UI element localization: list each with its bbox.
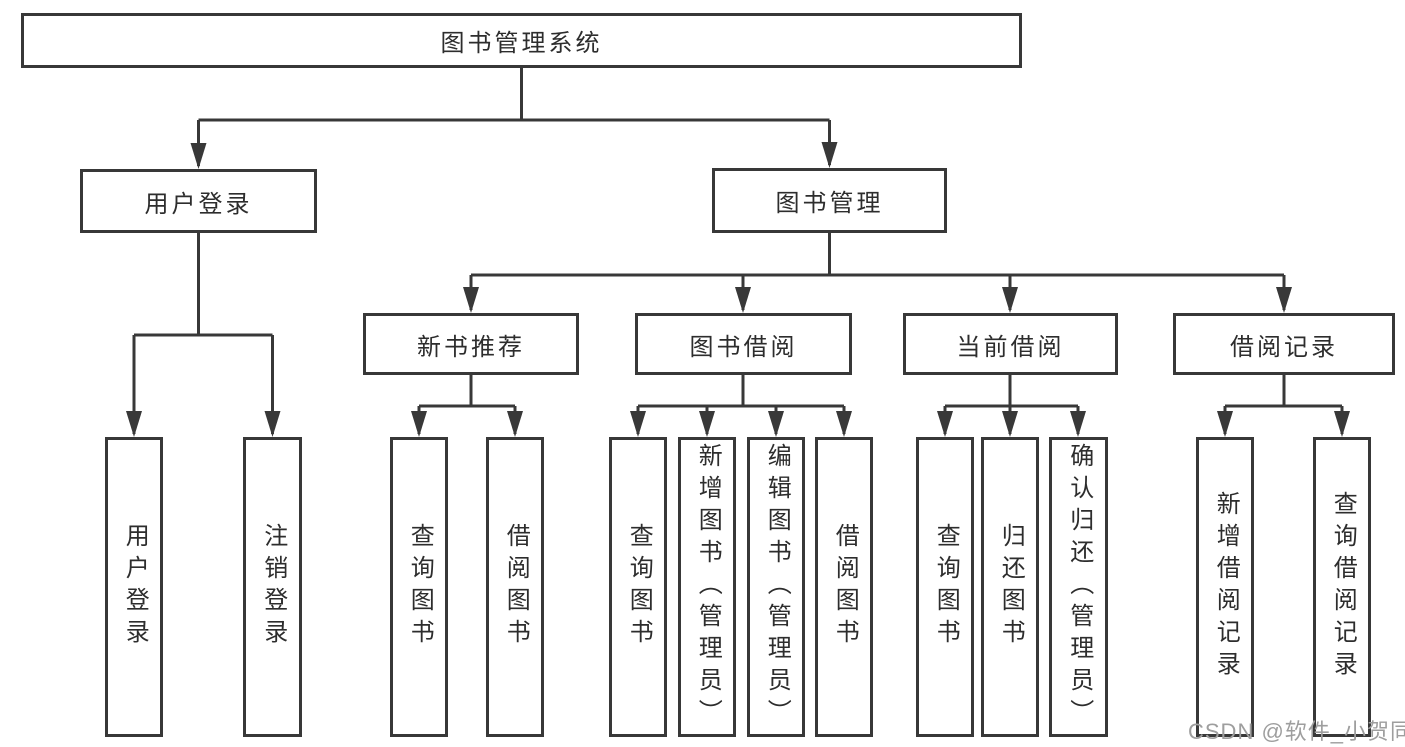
node-user-login-label: 用户登录 bbox=[144, 190, 253, 218]
connector-new-book-recommend bbox=[417, 375, 517, 434]
node-new-book-recommend-label: 新书推荐 bbox=[417, 333, 525, 361]
leaf-user-login: 用户登录 bbox=[105, 437, 163, 737]
leaf-confirm-return-admin-label: 确认归还（管理员） bbox=[1065, 443, 1093, 731]
arrow-leaf-query-book-borrow bbox=[630, 411, 646, 437]
connector-book-management bbox=[469, 233, 1286, 310]
node-book-borrow: 图书借阅 bbox=[635, 313, 852, 375]
node-book-borrow-label: 图书借阅 bbox=[689, 333, 798, 361]
arrow-leaf-confirm-return-admin bbox=[1070, 411, 1086, 437]
watermark: CSDN @软件_小贺同学 bbox=[1188, 719, 1405, 744]
leaf-add-book-admin: 新增图书（管理员） bbox=[678, 437, 736, 737]
leaf-edit-book-admin-label: 编辑图书（管理员） bbox=[763, 443, 791, 731]
arrow-book-management bbox=[821, 142, 838, 168]
connector-user-login bbox=[132, 233, 274, 434]
node-user-login: 用户登录 bbox=[80, 169, 317, 233]
node-root-label: 图书管理系统 bbox=[440, 30, 603, 57]
leaf-query-book-recommend-label: 查询图书 bbox=[406, 523, 434, 651]
connector-root bbox=[197, 68, 831, 166]
arrow-current-borrow bbox=[1002, 287, 1018, 313]
arrow-leaf-add-borrow-record bbox=[1217, 411, 1233, 437]
arrow-leaf-user-login bbox=[126, 411, 142, 437]
connector-book-borrow bbox=[636, 375, 846, 434]
connector-lines bbox=[132, 68, 1344, 434]
node-borrow-records: 借阅记录 bbox=[1173, 313, 1395, 375]
arrow-leaf-query-borrow-record bbox=[1334, 411, 1350, 437]
leaf-borrow-book-borrow: 借阅图书 bbox=[815, 437, 873, 737]
leaf-user-login-label: 用户登录 bbox=[121, 523, 149, 651]
node-borrow-records-label: 借阅记录 bbox=[1230, 333, 1338, 361]
leaf-return-book-label: 归还图书 bbox=[997, 523, 1025, 651]
leaf-add-borrow-record-label: 新增借阅记录 bbox=[1212, 491, 1240, 683]
arrowheads bbox=[126, 142, 1350, 437]
node-book-management-label: 图书管理 bbox=[775, 190, 884, 217]
arrow-leaf-add-book-admin bbox=[699, 411, 715, 437]
leaf-borrow-book-borrow-label: 借阅图书 bbox=[831, 523, 859, 651]
arrow-leaf-query-book-current bbox=[937, 411, 953, 437]
arrow-leaf-query-book-recommend bbox=[411, 411, 427, 437]
arrow-leaf-return-book bbox=[1002, 411, 1018, 437]
leaf-confirm-return-admin: 确认归还（管理员） bbox=[1049, 437, 1108, 737]
arrow-borrow-records bbox=[1276, 287, 1292, 313]
leaf-query-book-borrow: 查询图书 bbox=[609, 437, 667, 737]
leaf-query-borrow-record-label: 查询借阅记录 bbox=[1329, 491, 1357, 683]
leaf-borrow-book-recommend: 借阅图书 bbox=[486, 437, 544, 737]
leaf-query-book-borrow-label: 查询图书 bbox=[625, 523, 653, 651]
node-root: 图书管理系统 bbox=[21, 13, 1022, 68]
leaf-query-book-recommend: 查询图书 bbox=[390, 437, 448, 737]
node-current-borrow: 当前借阅 bbox=[903, 313, 1118, 375]
leaf-add-borrow-record: 新增借阅记录 bbox=[1196, 437, 1254, 737]
leaf-query-book-current: 查询图书 bbox=[916, 437, 974, 737]
leaf-edit-book-admin: 编辑图书（管理员） bbox=[747, 437, 805, 737]
node-current-borrow-label: 当前借阅 bbox=[956, 333, 1065, 361]
node-book-management: 图书管理 bbox=[712, 168, 947, 233]
arrow-leaf-borrow-book-borrow bbox=[836, 411, 852, 437]
node-new-book-recommend: 新书推荐 bbox=[363, 313, 579, 375]
arrow-user-login bbox=[190, 143, 207, 169]
arrow-book-borrow bbox=[735, 287, 751, 313]
leaf-logout: 注销登录 bbox=[243, 437, 302, 737]
leaf-return-book: 归还图书 bbox=[981, 437, 1039, 737]
connector-borrow-records bbox=[1223, 375, 1344, 434]
leaf-add-book-admin-label: 新增图书（管理员） bbox=[694, 443, 722, 731]
leaf-query-book-current-label: 查询图书 bbox=[932, 523, 960, 651]
leaf-borrow-book-recommend-label: 借阅图书 bbox=[502, 523, 530, 651]
arrow-new-book-recommend bbox=[463, 287, 479, 313]
arrow-leaf-edit-book-admin bbox=[768, 411, 784, 437]
leaf-query-borrow-record: 查询借阅记录 bbox=[1313, 437, 1371, 737]
leaf-logout-label: 注销登录 bbox=[259, 523, 287, 651]
arrow-leaf-logout bbox=[264, 411, 281, 437]
arrow-leaf-borrow-book-recommend bbox=[507, 411, 523, 437]
